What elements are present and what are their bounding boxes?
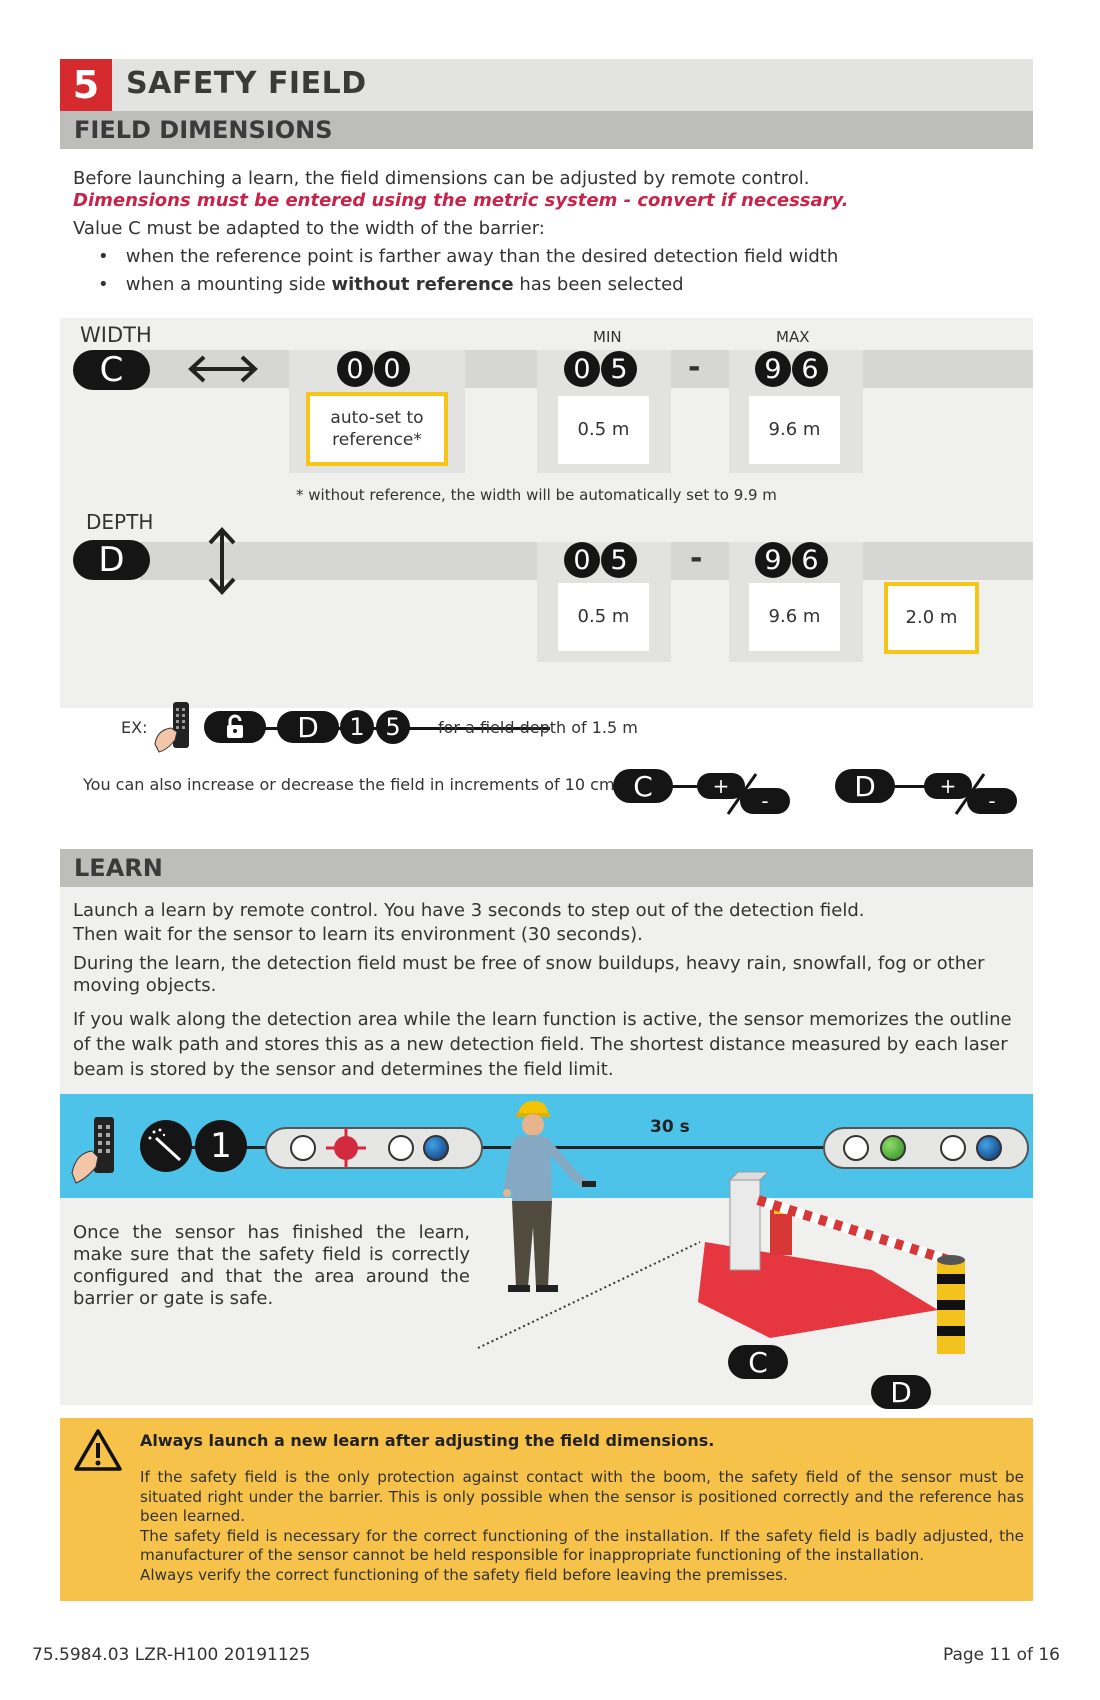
- warning-paragraph-2: The safety field is necessary for the co…: [140, 1526, 1024, 1565]
- width-key-c: C: [73, 350, 150, 390]
- depth-dash: -: [690, 541, 703, 576]
- field-label-c: C: [728, 1345, 788, 1379]
- width-min-digit-2: 5: [601, 351, 637, 387]
- metric-warning: Dimensions must be entered using the met…: [73, 190, 849, 211]
- sequence-line: [140, 1146, 1020, 1149]
- depth-max-box: 9.6 m: [749, 583, 840, 651]
- inc-key-d: D: [835, 769, 895, 803]
- width-label: WIDTH: [80, 323, 152, 347]
- depth-default-box: 2.0 m: [884, 582, 979, 654]
- width-dash: -: [688, 350, 701, 385]
- person-walking-illustration: [503, 1101, 596, 1292]
- example-key-d: D: [277, 711, 339, 744]
- led-off-1: [290, 1135, 316, 1161]
- depth-min-box: 0.5 m: [558, 583, 649, 651]
- width-digit-1: 0: [337, 351, 373, 387]
- unlock-icon: [227, 714, 243, 738]
- learn-text-panel: [60, 887, 1033, 1094]
- inc-d-minus: -: [967, 788, 1017, 814]
- width-max-digit-1: 9: [755, 351, 791, 387]
- width-min-digit-1: 0: [564, 351, 600, 387]
- section-header: [60, 59, 1033, 111]
- warning-box: [60, 1418, 1033, 1601]
- warning-paragraph-1: If the safety field is the only protecti…: [140, 1468, 1024, 1525]
- learn-heading: LEARN: [60, 849, 1033, 887]
- example-text: for a field depth of 1.5 m: [438, 718, 638, 737]
- max-label: MAX: [776, 328, 810, 346]
- warning-triangle-icon: [74, 1429, 122, 1471]
- led-green: [880, 1135, 906, 1161]
- inc-d-plus: +: [924, 773, 972, 799]
- warning-paragraph-3: Always verify the correct functioning of…: [140, 1565, 788, 1584]
- led-off-4: [940, 1135, 966, 1161]
- depth-min-digit-2: 5: [601, 542, 637, 578]
- example-digit-2: 5: [376, 710, 410, 744]
- learn-after-text: Once the sensor has finished the learn, …: [73, 1222, 470, 1309]
- footer-page-number: Page 11 of 16: [942, 1645, 1060, 1665]
- depth-min-digit-1: 0: [564, 542, 600, 578]
- width-footnote: * without reference, the width will be a…: [296, 486, 777, 504]
- unlock-button: [204, 711, 266, 743]
- led-blue: [423, 1135, 449, 1161]
- increment-text: You can also increase or decrease the fi…: [83, 775, 620, 794]
- depth-label: DEPTH: [86, 510, 154, 534]
- remote-control-hand-icon: [71, 1117, 114, 1184]
- learn-p2: Then wait for the sensor to learn its en…: [73, 924, 643, 945]
- footer-doc-id: 75.5984.03 LZR-H100 20191125: [32, 1645, 311, 1665]
- warning-title: Always launch a new learn after adjustin…: [140, 1431, 715, 1450]
- bullet-1: • when the reference point is farther aw…: [98, 246, 839, 267]
- section-title: SAFETY FIELD: [126, 66, 367, 101]
- min-label: MIN: [593, 328, 622, 346]
- bullet-2: • when a mounting side without reference…: [98, 274, 684, 295]
- led-off-2: [388, 1135, 414, 1161]
- width-digit-2: 0: [374, 351, 410, 387]
- warning-body: If the safety field is the only protecti…: [140, 1468, 1024, 1585]
- inc-d-slash: [954, 773, 986, 815]
- width-max-digit-2: 6: [792, 351, 828, 387]
- wand-button: [140, 1120, 192, 1172]
- led-blue-end: [976, 1135, 1002, 1161]
- double-arrow-horizontal-icon: [188, 355, 258, 383]
- example-prefix: EX:: [121, 718, 148, 737]
- example-digit-1: 1: [340, 710, 374, 744]
- barrier-safety-field-illustration: [477, 1171, 965, 1354]
- field-dimensions-heading: FIELD DIMENSIONS: [60, 111, 1033, 149]
- auto-set-box: auto-set to reference*: [306, 392, 448, 466]
- learn-p4: If you walk along the detection area whi…: [73, 1009, 1012, 1080]
- width-min-box: 0.5 m: [558, 396, 649, 464]
- step-digit: 1: [195, 1120, 247, 1172]
- field-label-d: D: [871, 1375, 931, 1409]
- section-number: 5: [60, 59, 112, 111]
- led-off-3: [843, 1135, 869, 1161]
- led-red-blinking-icon: [326, 1128, 366, 1168]
- learn-p3: During the learn, the detection field mu…: [73, 953, 985, 996]
- timer-label: 30 s: [650, 1117, 690, 1137]
- double-arrow-vertical-icon: [208, 527, 236, 595]
- inc-c-plus: +: [697, 773, 745, 799]
- inc-c-minus: -: [740, 788, 790, 814]
- depth-max-digit-1: 9: [755, 542, 791, 578]
- intro-text: Before launching a learn, the field dime…: [73, 168, 810, 189]
- learn-p1: Launch a learn by remote control. You ha…: [73, 900, 865, 921]
- remote-control-hand-icon: [154, 702, 189, 753]
- inc-key-c: C: [613, 769, 673, 803]
- value-c-text: Value C must be adapted to the width of …: [73, 218, 545, 239]
- inc-c-slash: [726, 773, 758, 815]
- depth-max-digit-2: 6: [792, 542, 828, 578]
- width-max-box: 9.6 m: [749, 396, 840, 464]
- depth-key-d: D: [73, 540, 150, 580]
- magic-wand-icon: [148, 1128, 182, 1162]
